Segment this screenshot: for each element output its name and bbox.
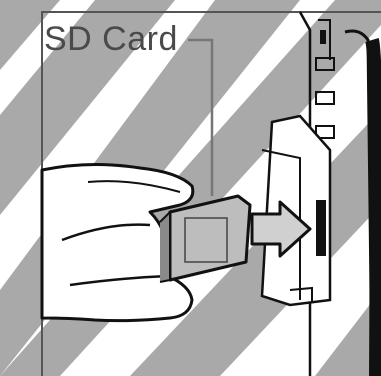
card-slot bbox=[262, 116, 330, 305]
sd-card-callout-label: SD Card bbox=[44, 19, 178, 59]
slot-opening bbox=[316, 200, 326, 256]
